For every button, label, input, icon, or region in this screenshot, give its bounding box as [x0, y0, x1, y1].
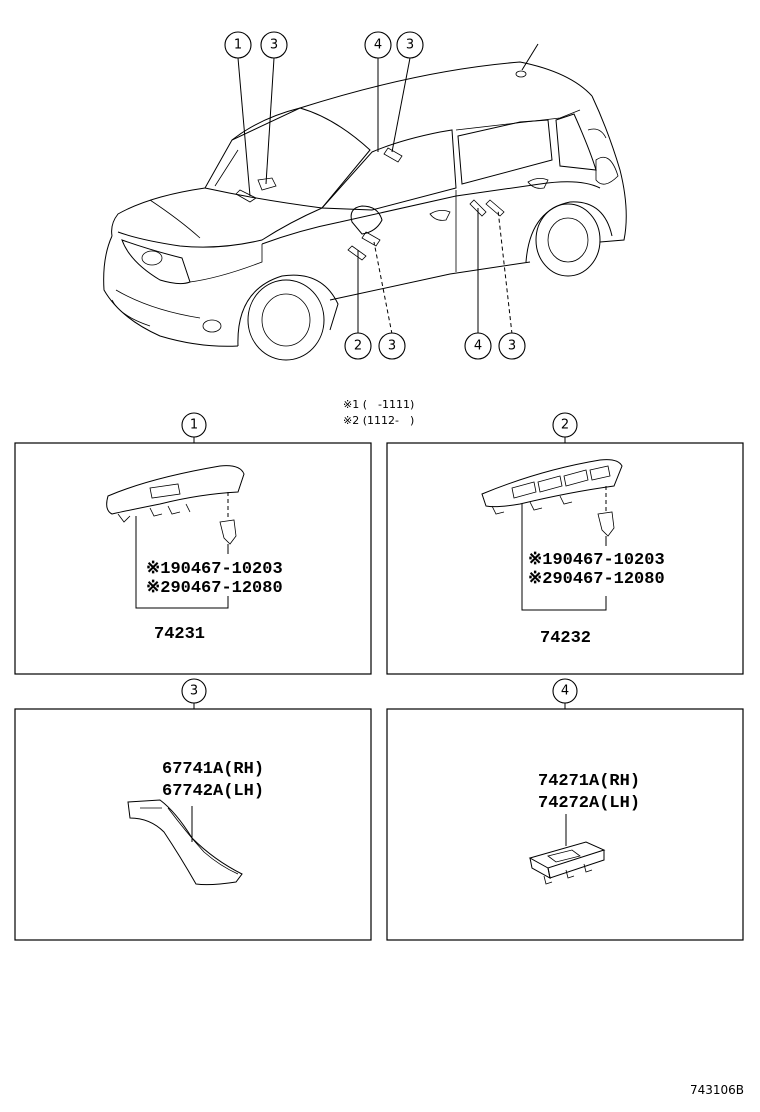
panel-1-clip-line-2: ※290467-12080: [146, 579, 283, 598]
car-callout-3-top-left: 3: [260, 31, 288, 59]
car-callout-label: 1: [234, 38, 242, 53]
car-callout-4-top: 4: [364, 31, 392, 59]
master-switch-drawing: [106, 465, 245, 554]
car-callout-label: 3: [508, 339, 516, 354]
car-callout-label: 2: [354, 339, 362, 354]
car-callout-label: 4: [374, 38, 382, 53]
panel-1-clip-line-1: ※190467-10203: [146, 560, 283, 579]
panel-4: 4 74271A(RH) 74272A(LH): [386, 678, 744, 941]
master-switch-multi-drawing: [481, 459, 623, 546]
panel-1-frame: [14, 442, 372, 675]
legend-line-1: ※1 ( -1111): [343, 398, 414, 411]
panel-4-callout: 4: [561, 684, 569, 699]
legend-line-2: ※2 (1112- ): [343, 414, 414, 427]
panel-2-callout: 2: [561, 418, 569, 433]
car-callout-label: 3: [388, 339, 396, 354]
panel-1-part-number: 74231: [154, 625, 205, 644]
car-callout-3-top-right: 3: [396, 31, 424, 59]
car-callout-label: 3: [406, 38, 414, 53]
car-leader-lines: [237, 57, 513, 335]
panel-2-clip-line-2: ※290467-12080: [528, 570, 665, 589]
panel-4-part-rh: 74271A(RH): [538, 772, 640, 791]
serial-legend: ※1 ( -1111) ※2 (1112- ): [343, 398, 414, 427]
panel-1-callout: 1: [190, 418, 198, 433]
single-window-switch-drawing: [528, 841, 606, 885]
car-callout-label: 4: [474, 339, 482, 354]
panel-2-clip-line-1: ※190467-10203: [528, 551, 665, 570]
panel-4-part-lh: 74272A(LH): [538, 794, 640, 813]
door-trim-bezel-drawing: [127, 799, 243, 886]
car-callout-3-bottom-right: 3: [498, 332, 526, 360]
car-callout-3-bottom-left: 3: [378, 332, 406, 360]
panel-3-frame: [14, 708, 372, 941]
panel-2: 2 ※190467-10203 ※290467-12080 74232: [386, 412, 744, 675]
panel-2-part-number: 74232: [540, 629, 591, 648]
car-callout-4-bottom: 4: [464, 332, 492, 360]
car-callout-1-top: 1: [224, 31, 252, 59]
panel-4-frame: [386, 708, 744, 941]
car-callout-2-bottom: 2: [344, 332, 372, 360]
panel-3-part-lh: 67742A(LH): [162, 782, 264, 801]
panel-3-callout: 3: [190, 684, 198, 699]
panel-1: 1 ※190467-10203 ※290467-12080 74231: [14, 412, 372, 675]
panel-3: 3 67741A(RH) 67742A(LH): [14, 678, 372, 941]
panel-2-frame: [386, 442, 744, 675]
car-callout-label: 3: [270, 38, 278, 53]
panel-3-part-rh: 67741A(RH): [162, 760, 264, 779]
figure-code: 743106B: [690, 1083, 744, 1097]
car-illustration: [103, 43, 627, 361]
